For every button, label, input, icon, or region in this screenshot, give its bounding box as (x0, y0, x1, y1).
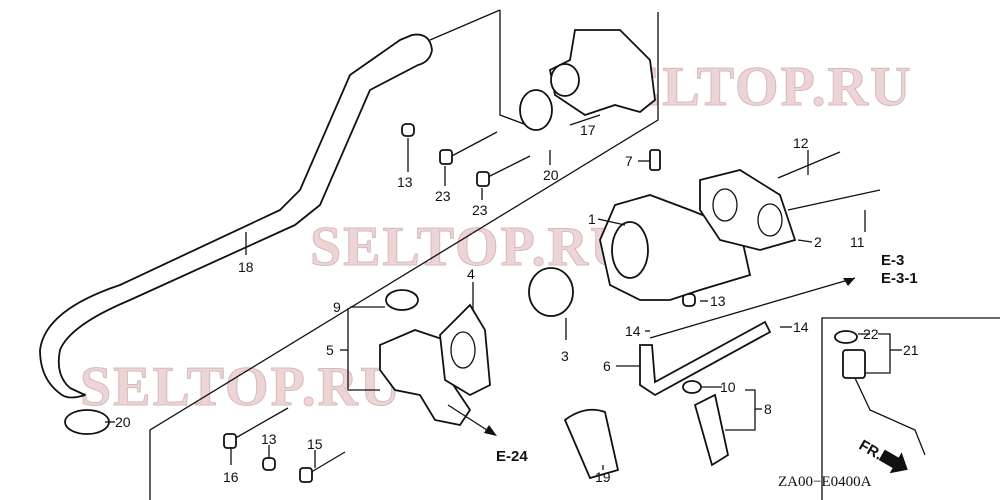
callout: 14 (793, 319, 809, 335)
callout: 18 (238, 259, 254, 275)
callout: 15 (307, 436, 323, 452)
bolts (223, 123, 881, 483)
callout: 5 (326, 342, 334, 358)
thermostat-3 (528, 267, 574, 317)
water-joint-5 (379, 329, 472, 427)
washer-22 (834, 330, 858, 344)
callout: 20 (115, 414, 131, 430)
arrow-e24 (484, 425, 497, 436)
washer-10 (682, 380, 702, 394)
gasket-4 (439, 303, 491, 397)
reference-e3-1: E-3-1 (881, 270, 918, 287)
callout: 17 (580, 122, 596, 138)
watermark: SELTOP.RU (310, 216, 633, 278)
drawing-code: ZA00−E0400A (778, 474, 872, 490)
watermark: SELTOP.RU (80, 356, 403, 418)
callout: 1 (588, 211, 596, 227)
thermo-switch-21 (842, 349, 866, 379)
callout: 14 (625, 323, 641, 339)
gasket-2 (699, 169, 797, 251)
sensor-8 (693, 393, 730, 467)
hose-18 (39, 33, 433, 399)
hose-clamp-20 (64, 409, 110, 435)
bypass-hose-6 (639, 320, 772, 397)
callout: 16 (223, 469, 239, 485)
callout: 7 (625, 153, 633, 169)
callout: 9 (333, 299, 341, 315)
callout-labels: 13 23 23 20 17 7 12 1 2 11 18 4 9 5 3 14… (115, 122, 919, 485)
callout: 3 (561, 348, 569, 364)
callout: 4 (467, 266, 475, 282)
reference-e3: E-3 (881, 252, 904, 269)
callout: 19 (595, 469, 611, 485)
callout: 20 (543, 167, 559, 183)
callout: 23 (435, 188, 451, 204)
callout: 12 (793, 135, 809, 151)
callout: 13 (397, 174, 413, 190)
callout: 21 (903, 342, 919, 358)
callout: 23 (472, 202, 488, 218)
cover-19 (563, 408, 620, 480)
cap-9 (385, 289, 419, 311)
callout: 8 (764, 401, 772, 417)
callout: 13 (261, 431, 277, 447)
callout: 13 (710, 293, 726, 309)
reference-e24: E-24 (496, 448, 528, 465)
callout: 10 (720, 379, 736, 395)
callout: 2 (814, 234, 822, 250)
callout: 11 (850, 234, 865, 250)
leader-lines (105, 114, 902, 470)
callout: 6 (603, 358, 611, 374)
front-arrow-icon (878, 449, 908, 474)
arrow-e3 (843, 278, 855, 286)
hose-clamp-20-upper (519, 89, 553, 131)
callout: 22 (863, 326, 879, 342)
